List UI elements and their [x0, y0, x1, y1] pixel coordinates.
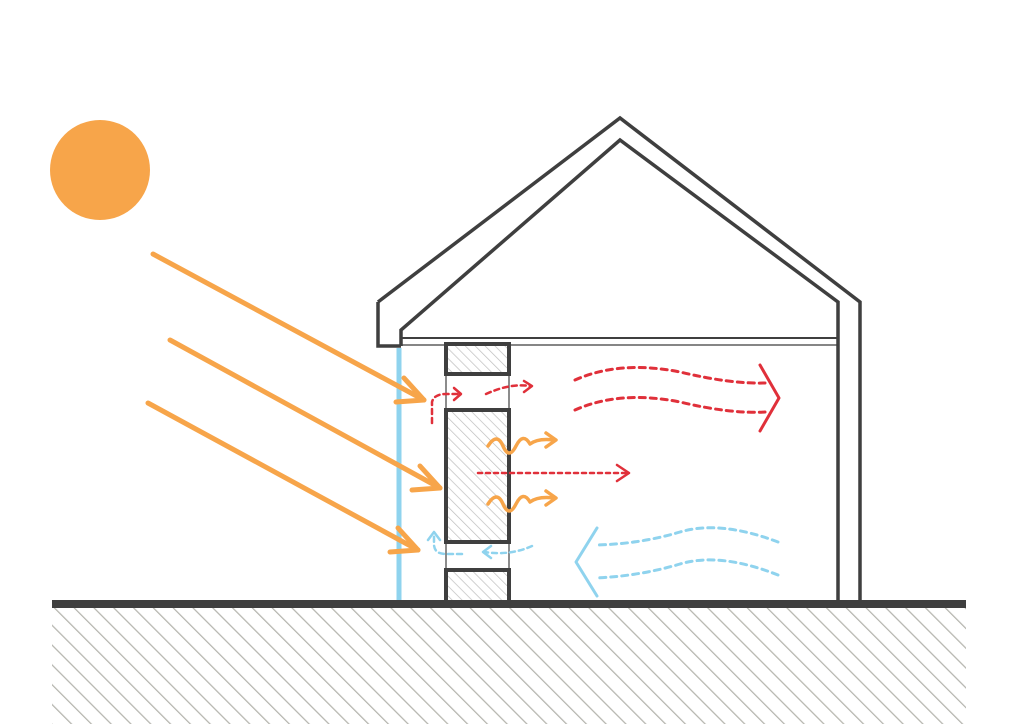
solar-ray-2 [167, 337, 443, 493]
warm-air-big-arrowhead [758, 363, 781, 433]
roof-inner [399, 137, 840, 600]
ground-hatch [52, 608, 966, 724]
warm-air-vent-arrow [430, 392, 462, 425]
warm-air-vent-arrowhead [452, 386, 463, 402]
thermal-wall-top-block [444, 342, 511, 376]
radiant-heat [486, 431, 558, 513]
solar-ray-1 [150, 251, 427, 405]
solar-ray-3 [145, 400, 421, 555]
sun-icon [50, 120, 150, 220]
thermal-wall-bottom-block [444, 568, 511, 604]
cool-air-flows [426, 526, 780, 598]
warm-air-upper-arrow [484, 384, 532, 396]
roof-outline [376, 115, 862, 600]
cool-air-stream [594, 526, 780, 580]
thermal-wall-main-block [444, 408, 511, 544]
cool-air-big-arrowhead [574, 526, 599, 598]
roof-eave [376, 302, 401, 348]
cool-air-lower-arrow [482, 544, 534, 555]
warm-air-stream [573, 366, 767, 414]
warm-air-flows [430, 363, 781, 483]
radiant-heat-lower [486, 489, 558, 513]
radiant-heat-upper [486, 431, 558, 455]
solar-rays [145, 251, 443, 555]
